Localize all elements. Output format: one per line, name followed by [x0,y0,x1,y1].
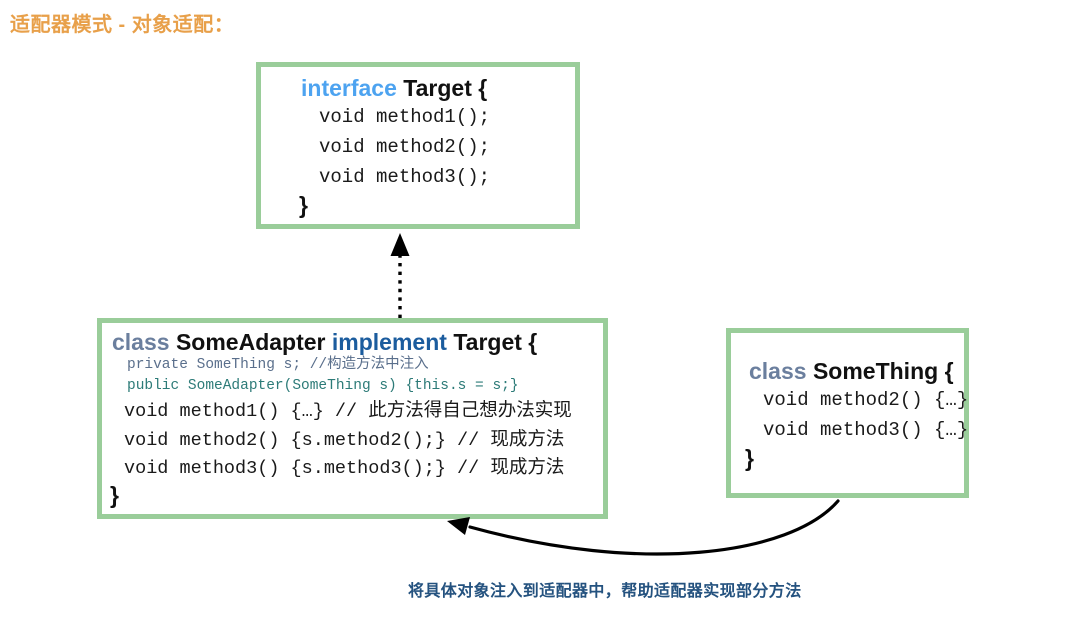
adapter-constructor-line: public SomeAdapter(SomeThing s) {this.s … [127,378,519,395]
something-method-1: void method2() {…} [763,389,969,412]
keyword-class: class [112,329,170,355]
uml-box-some-thing: class SomeThing { void method2() {…} voi… [726,328,969,498]
page-title: 适配器模式 - 对象适配： [10,14,235,36]
target-method-2: void method2(); [319,136,491,159]
adapter-method-3: void method3() {s.method3();} // 现成方法 [124,458,565,480]
adapter-method-2: void method2() {s.method2();} // 现成方法 [124,429,565,451]
target-method-3: void method3(); [319,166,491,189]
diagram-caption: 将具体对象注入到适配器中，帮助适配器实现部分方法 [408,583,802,600]
uml-box-target: interface Target { void method1(); void … [256,62,580,229]
adapter-close-brace: } [110,482,119,509]
something-type-name: SomeThing [812,358,939,384]
uml-box-some-adapter: class SomeAdapter implement Target { pri… [97,318,608,519]
something-method-2: void method3() {…} [763,419,969,442]
adapter-type-name: SomeAdapter [175,329,326,355]
keyword-class: class [749,358,807,384]
target-method-1: void method1(); [319,106,491,129]
adapter-field-line: private SomeThing s; //构造方法中注入 [127,357,429,374]
adapter-box-header: class SomeAdapter implement Target { [112,329,603,355]
keyword-implement: implement [331,329,447,355]
target-close-brace: } [299,192,308,219]
something-box-header: class SomeThing { [749,358,964,384]
keyword-interface: interface [301,75,397,101]
target-open-brace: { [478,75,488,101]
something-close-brace: } [745,445,754,472]
something-open-brace: { [944,358,954,384]
target-box-header: interface Target { [301,75,575,101]
adapter-supertype-name: Target [453,329,522,355]
adapter-method-1: void method1() {…} // 此方法得自己想办法实现 [124,400,572,422]
injection-arrowhead [447,517,470,535]
adapter-open-brace: { [528,329,538,355]
target-type-name: Target [403,75,472,101]
implements-arrowhead [390,233,410,256]
